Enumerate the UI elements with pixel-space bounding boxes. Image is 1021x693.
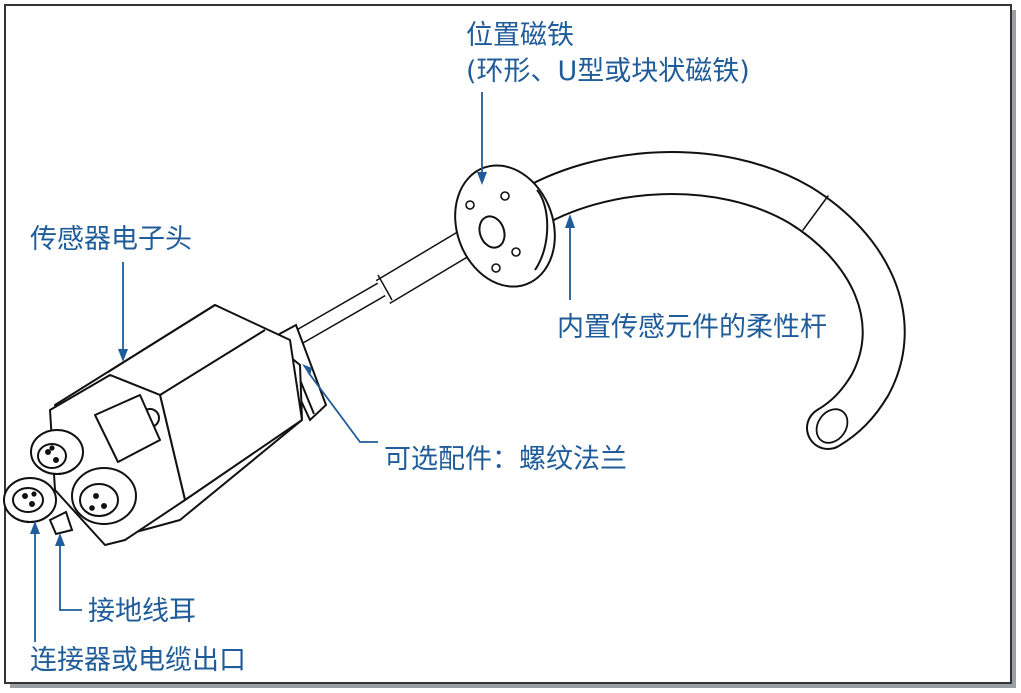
position-magnet-ring xyxy=(454,164,556,288)
label-connector-outlet: 连接器或电缆出口 xyxy=(30,645,246,676)
leader-ground-lug xyxy=(59,540,82,611)
connector-right xyxy=(71,467,137,525)
connector-top xyxy=(30,429,84,475)
label-flexible-rod: 内置传感元件的柔性杆 xyxy=(557,312,827,343)
connector-left xyxy=(3,477,57,523)
rod-segment-line xyxy=(802,195,829,231)
label-ground-lug: 接地线耳 xyxy=(88,596,196,627)
rod-shaft xyxy=(281,221,492,352)
leader-optional-flange xyxy=(307,371,378,443)
flexible-rod xyxy=(503,151,906,450)
label-sensor-head: 传感器电子头 xyxy=(30,224,192,255)
label-optional-flange: 可选配件：螺纹法兰 xyxy=(384,444,627,475)
ground-lug-tab xyxy=(48,510,74,536)
rod-end xyxy=(815,408,849,444)
label-position-magnet: 位置磁铁 xyxy=(466,20,574,51)
label-position-magnet-types: (环形、U型或块状磁铁) xyxy=(466,56,750,87)
leader-lines xyxy=(30,92,575,642)
